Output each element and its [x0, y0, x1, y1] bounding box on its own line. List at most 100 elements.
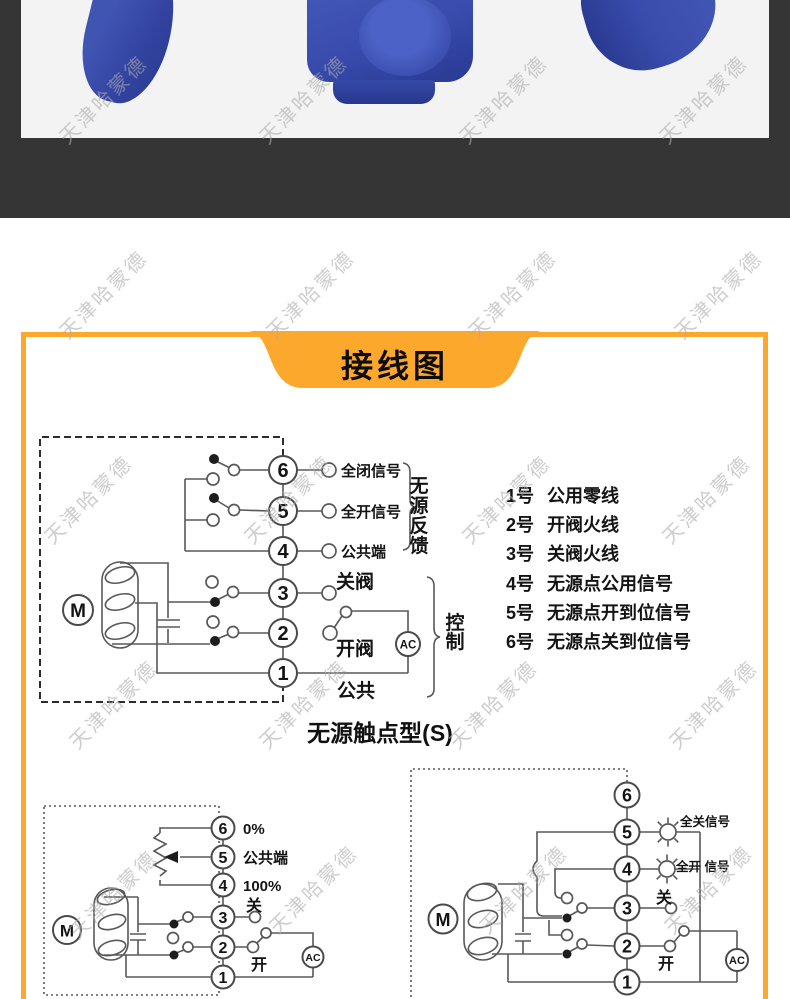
contact-circle [205, 575, 219, 589]
ac-source [395, 631, 421, 657]
banner-tab-shape [248, 331, 542, 388]
motor-winding [104, 592, 136, 612]
legend-row: 4号无源点公用信号 [506, 570, 691, 599]
label-open: 开 [658, 955, 674, 973]
blue-part-center [307, 0, 473, 82]
ac-source [301, 945, 325, 969]
terminal-4 [210, 872, 236, 898]
legend-label: 开阀火线 [547, 515, 620, 536]
motor-winding [104, 565, 136, 585]
contact-circle [560, 928, 574, 942]
contact-pivot [227, 463, 241, 477]
legend-row: 3号关阀火线 [506, 540, 691, 569]
terminal-2 [210, 934, 236, 960]
terminal-number: 2 [622, 937, 632, 957]
motor-coil-outline [93, 887, 129, 961]
signal-node [664, 901, 678, 915]
terminal-number: 5 [277, 501, 288, 523]
motor-winding [96, 888, 126, 906]
motor-symbol [427, 903, 459, 935]
wires [492, 795, 738, 983]
legend-num: 1号 [506, 486, 535, 506]
section-title: 接线图 [340, 348, 449, 384]
legend-label: 无源点开到位信号 [547, 602, 692, 623]
lamp-close-signal [659, 823, 677, 841]
contact-pivot [260, 927, 272, 939]
label-common: 公共 [337, 680, 375, 702]
terminal-1 [210, 964, 236, 990]
motor-winding [97, 939, 127, 957]
contact-pivot [227, 503, 241, 517]
signal-node [322, 625, 338, 641]
ac-label: AC [305, 952, 321, 964]
product-photo [21, 0, 769, 138]
contact-circle [206, 615, 220, 629]
lamp-wiring-diagram: M 6 5 4 3 2 1 AC 全关信号 全开 信号 关 开 [410, 768, 749, 998]
label-common-end: 公共端 [243, 849, 288, 867]
contact-circle [206, 472, 220, 486]
feedback-group-label: 无源反馈 [409, 476, 429, 557]
ac-source [725, 948, 749, 972]
photo-dark-band [0, 0, 790, 218]
legend-num: 5号 [506, 602, 535, 623]
contact-circle [166, 931, 180, 945]
motor-winding [97, 913, 127, 931]
wires [104, 827, 314, 978]
terminal-number: 2 [219, 940, 228, 957]
label-open: 开 [251, 956, 267, 974]
contact-pivot [182, 911, 194, 923]
legend-label: 无源点关到位信号 [547, 631, 692, 652]
terminal-number: 3 [622, 899, 632, 919]
contact-circle [560, 891, 574, 905]
legend-num: 4号 [506, 573, 535, 594]
pot-wiper-arrow [164, 851, 178, 863]
label-open-valve: 开阀 [336, 637, 374, 660]
blue-part-neck [333, 80, 435, 104]
label-open-signal: 全开 信号 [675, 859, 729, 874]
feedback-brace [402, 462, 417, 551]
label-100pct: 100% [243, 878, 281, 895]
contact-pivot [576, 902, 588, 914]
signal-node [663, 939, 677, 953]
terminal-number: 2 [277, 623, 288, 645]
contact-pivot [576, 938, 588, 950]
motor-label: M [60, 922, 74, 941]
terminal-number: 3 [277, 583, 288, 605]
contact-dot [210, 597, 220, 607]
legend-row: 1号公用零线 [506, 482, 691, 511]
watermark: 天津哈蒙德 [262, 246, 360, 344]
watermark: 天津哈蒙德 [464, 246, 562, 344]
wiring-diagram-box [21, 332, 768, 999]
label-close: 关 [246, 896, 262, 915]
terminal-number: 6 [219, 821, 228, 838]
contact-pivot [226, 585, 240, 599]
watermark: 天津哈蒙德 [670, 246, 768, 344]
label-close-valve: 关阀 [336, 570, 374, 593]
legend-row: 5号无源点开到位信号 [506, 599, 691, 628]
main-wiring-diagram: M 6 5 4 3 2 1 AC [39, 436, 441, 703]
signal-node [321, 503, 337, 519]
terminal-5 [210, 844, 236, 870]
motor-label: M [70, 601, 86, 622]
terminal-number: 5 [622, 823, 632, 843]
motor-winding [104, 621, 136, 641]
blue-part-left [69, 0, 189, 112]
label-open-signal: 全开信号 [340, 503, 401, 521]
motor-coil-outline [101, 561, 139, 649]
contact-dot [562, 913, 572, 923]
dotted-enclosure [410, 768, 628, 998]
terminal-6 [210, 815, 236, 841]
signal-node [321, 543, 337, 559]
ac-label: AC [400, 640, 417, 652]
terminal-number: 6 [277, 460, 288, 482]
motor-symbol [62, 594, 94, 626]
contact-dot [169, 950, 179, 960]
contact-dot [169, 919, 179, 929]
signal-node [321, 585, 337, 601]
legend-row: 2号开阀火线 [506, 511, 691, 540]
control-group-label: 控制 [445, 613, 465, 653]
wires [112, 460, 409, 674]
control-brace [426, 576, 441, 698]
terminal-6 [613, 781, 641, 809]
